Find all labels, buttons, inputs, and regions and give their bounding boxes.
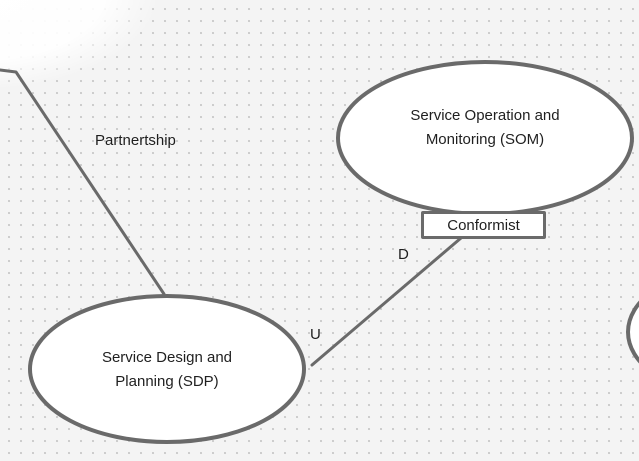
edge-conformist-label[interactable]: Conformist [421,211,546,239]
node-sdp[interactable] [28,294,306,444]
downstream-marker: D [398,246,409,263]
edge-partnership-label: Partnertship [95,132,176,149]
edge-conformist[interactable] [310,236,463,367]
offscreen-node-top-left[interactable] [0,0,160,90]
node-som[interactable] [336,60,634,216]
offscreen-node-right[interactable] [626,272,639,392]
edge-partnership[interactable] [0,68,166,296]
upstream-marker: U [310,326,321,343]
